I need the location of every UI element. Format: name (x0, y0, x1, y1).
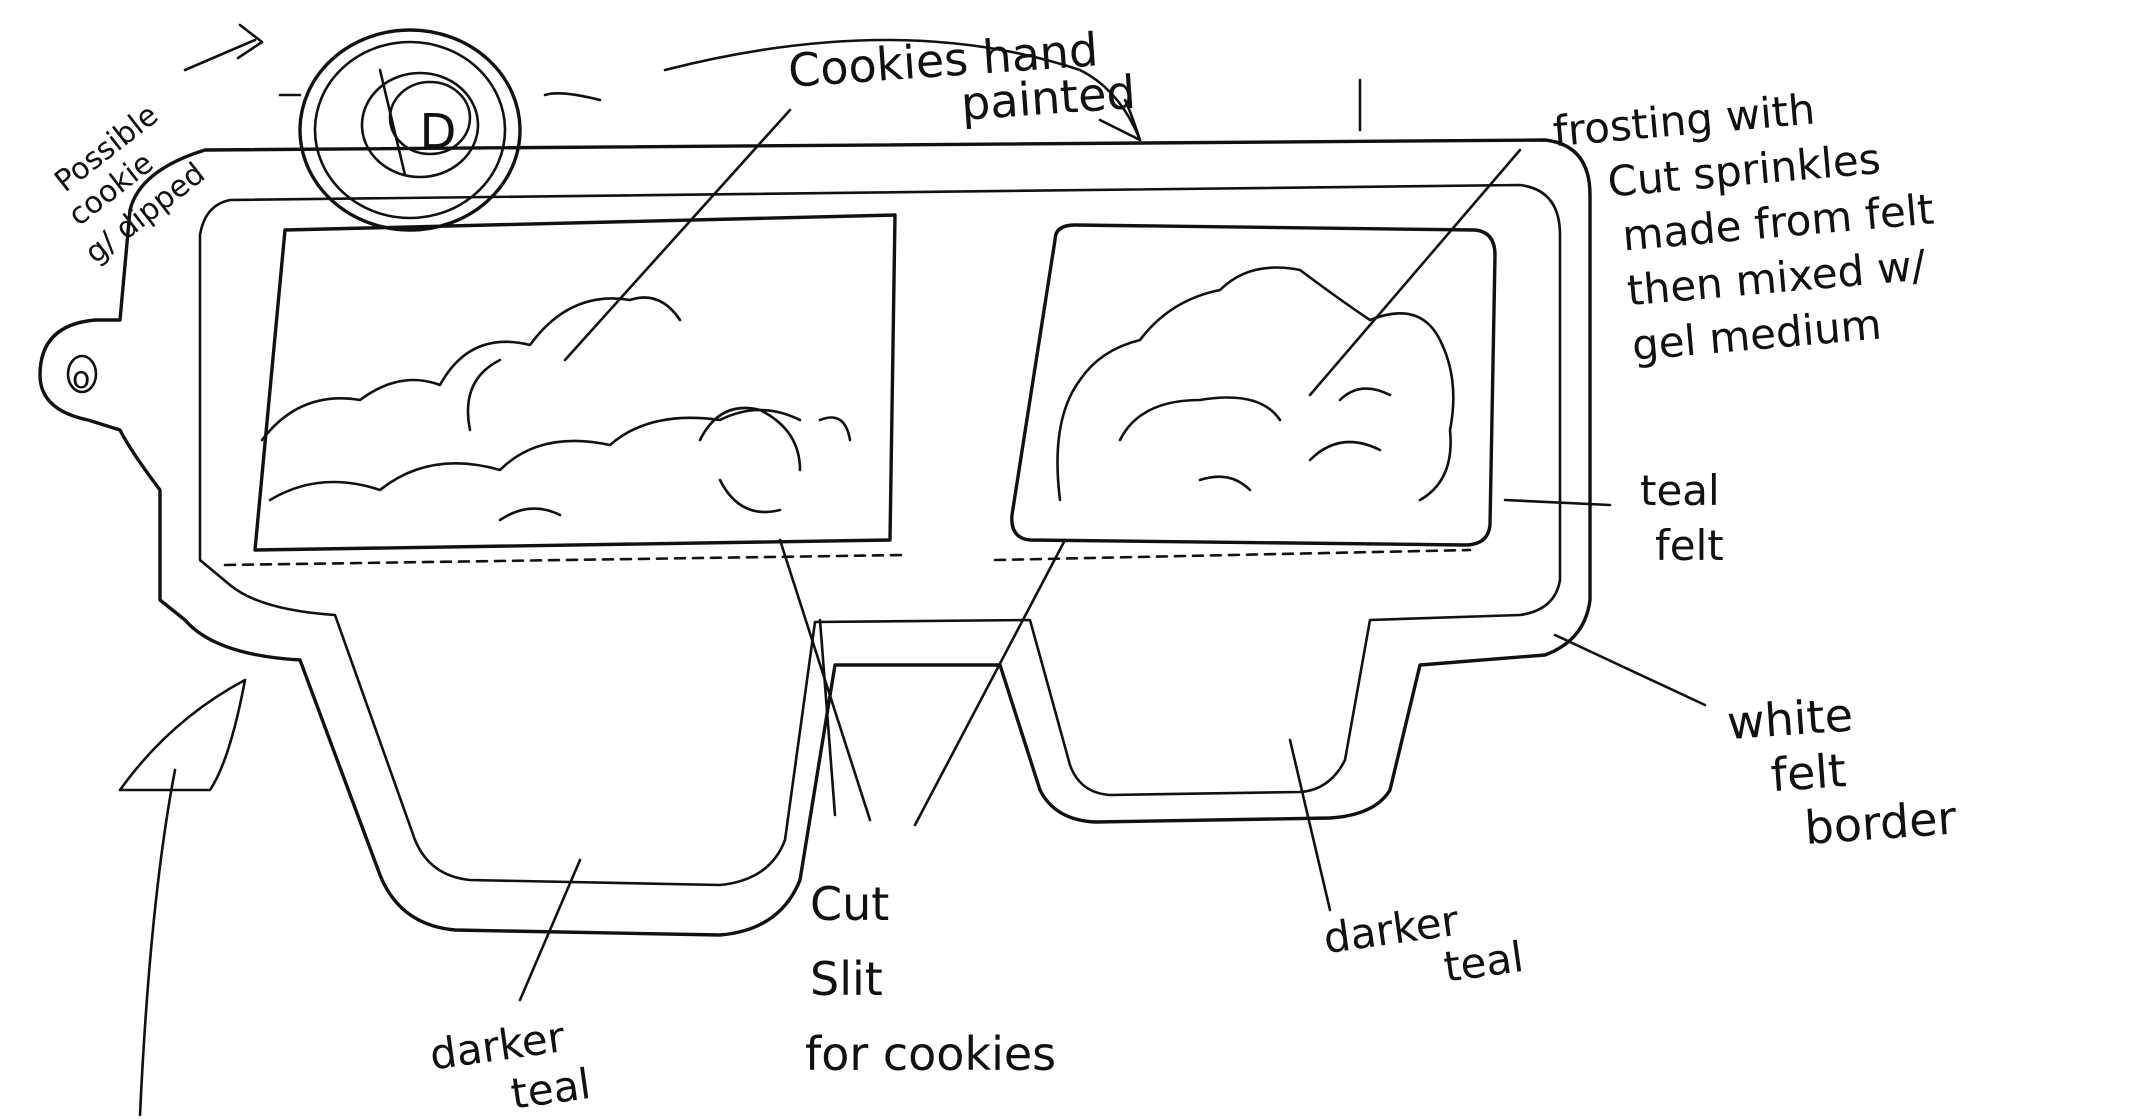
white-border-line1: white (1725, 687, 1854, 750)
inner-teal-outline (198, 183, 1562, 887)
scribble-left (118, 678, 247, 1117)
leader-darker-teal-left (518, 858, 582, 1002)
cut-slit-line1: Cut (810, 877, 889, 931)
leader-hand-painted (563, 108, 792, 362)
label-possible-cookie: Possible cookie g/ dipped (48, 97, 212, 270)
right-slit-dash (993, 548, 1472, 562)
leader-frosting (1308, 148, 1522, 397)
hang-hole-letter: o (72, 361, 90, 396)
label-frosting: frosting with Cut sprinkles made from fe… (1551, 84, 1936, 370)
hang-hole (66, 354, 98, 394)
left-slit-dash (223, 553, 907, 567)
label-white-felt-border: white felt border (1725, 687, 1958, 855)
hand-painted-line2: painted (959, 65, 1137, 131)
left-cookie-slot (253, 213, 897, 552)
leader-lines (118, 23, 1707, 1117)
darker-teal-right-line2: teal (1441, 932, 1527, 992)
leader-teal-felt (1503, 498, 1612, 507)
leader-arc-to-frosting (663, 38, 1142, 142)
darker-teal-left-line2: teal (508, 1059, 594, 1119)
leader-white-border (1553, 633, 1707, 707)
cut-slit-line2: Slit (810, 952, 883, 1006)
cut-slit-line3: for cookies (805, 1027, 1056, 1081)
leader-slit-right (913, 538, 1067, 827)
leader-slit-mid (818, 618, 837, 817)
label-cut-slit: Cut Slit for cookies (805, 877, 1056, 1081)
leader-possible-ring (278, 92, 602, 102)
white-border-line3: border (1803, 790, 1958, 854)
label-darker-teal-right: darker teal (1320, 896, 1527, 992)
teal-felt-line2: felt (1655, 521, 1724, 570)
cookie-letter: D (420, 104, 457, 160)
right-cookie-frosting (1056, 266, 1455, 502)
label-darker-teal-left: darker teal (427, 1012, 594, 1119)
left-cookie-icing (260, 296, 852, 522)
teal-felt-line1: teal (1640, 466, 1720, 515)
right-cookie-slot (1010, 223, 1497, 547)
dipped-cookie: D (298, 28, 522, 232)
label-teal-felt: teal felt (1640, 466, 1724, 570)
outer-border-outline (38, 138, 1592, 937)
leader-darker-teal-right (1288, 738, 1332, 912)
arrow-possible (183, 23, 264, 72)
white-border-line2: felt (1769, 743, 1848, 802)
label-cookies-hand-painted: Cookies hand painted (786, 22, 1137, 131)
arrow-head-frosting (1098, 78, 1362, 142)
